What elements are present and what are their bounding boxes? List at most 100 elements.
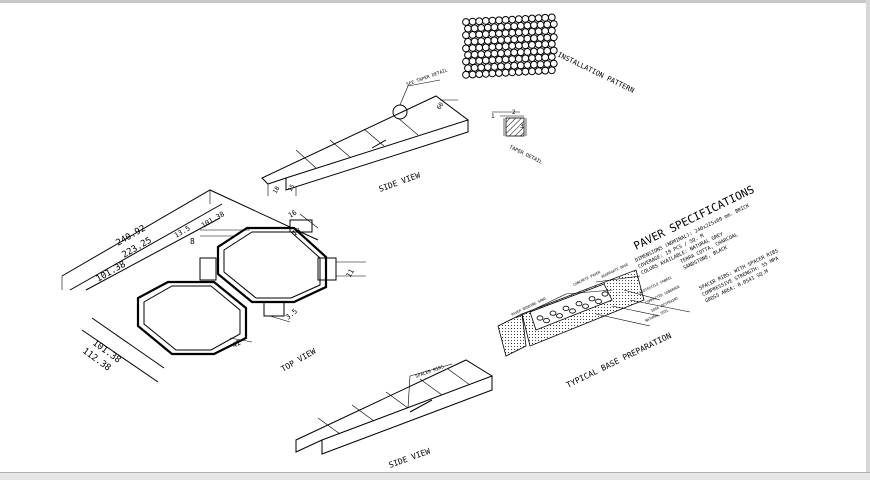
pattern-circle <box>475 30 484 39</box>
pattern-circle <box>501 29 510 37</box>
pattern-circle <box>464 37 472 46</box>
base-stone <box>549 310 557 316</box>
pattern-circle <box>530 60 538 69</box>
pattern-circle <box>521 41 530 50</box>
taper-detail-callout: SEE TAPER DETAIL <box>406 67 449 88</box>
pattern-circle <box>503 35 512 44</box>
pattern-circle <box>523 61 532 69</box>
taper-detail-graphic <box>492 111 527 137</box>
pattern-circle <box>481 69 490 78</box>
pattern-circle <box>470 50 479 59</box>
base-callout-2: CONCRETE PAVER <box>573 270 602 287</box>
pattern-circle <box>514 68 523 76</box>
pattern-circle <box>481 30 490 39</box>
base-stone <box>556 313 563 319</box>
base-stone <box>582 303 589 309</box>
dim-101-a: 101.38 <box>95 260 128 285</box>
pattern-circle <box>510 35 519 44</box>
pattern-circle <box>481 17 490 25</box>
pattern-circle <box>477 24 486 32</box>
pattern-circle <box>475 57 484 65</box>
pattern-circle <box>490 36 499 45</box>
pattern-circle <box>495 42 503 51</box>
pattern-circle <box>488 29 497 38</box>
pattern-circle <box>536 34 545 42</box>
installation-pattern-grid <box>462 13 558 79</box>
pattern-circle <box>497 62 505 71</box>
pattern-circle <box>508 28 517 37</box>
pattern-circle <box>547 66 556 75</box>
pattern-circle <box>468 70 477 79</box>
pattern-circle <box>543 20 552 29</box>
dim-18: 18 <box>291 227 302 238</box>
pattern-circle <box>483 23 492 32</box>
pattern-circle <box>490 62 499 71</box>
pattern-circle <box>481 43 490 52</box>
dim-42: 42 <box>231 339 242 350</box>
base-stone <box>601 291 609 297</box>
pattern-circle <box>528 41 536 49</box>
base-stone <box>543 317 550 324</box>
pattern-circle <box>481 56 490 65</box>
pattern-circle <box>462 57 470 66</box>
pattern-circle <box>501 16 510 24</box>
pattern-circle <box>543 60 552 68</box>
pattern-circle <box>495 69 503 77</box>
side-view-bottom-label: SIDE VIEW <box>388 447 432 470</box>
pattern-circle <box>488 43 497 51</box>
pattern-circle <box>483 36 492 45</box>
installation-pattern-label: INSTALLATION PATTERN <box>556 51 635 95</box>
base-stone <box>595 298 602 304</box>
pattern-circle <box>490 23 499 32</box>
pattern-circle <box>475 17 484 26</box>
pattern-circle <box>523 48 532 56</box>
pattern-circle <box>497 49 505 58</box>
pattern-circle <box>488 16 497 25</box>
pattern-circle <box>523 21 532 30</box>
pattern-circle <box>477 37 486 45</box>
base-stone <box>569 308 576 314</box>
pattern-circle <box>503 22 512 31</box>
pattern-circle <box>521 28 530 36</box>
top-view-pavers <box>61 189 366 383</box>
pattern-circle <box>547 13 556 22</box>
dim-side-18: 18 <box>272 185 282 195</box>
pattern-circle <box>516 21 525 30</box>
pattern-circle <box>530 21 538 30</box>
pattern-circle <box>462 18 470 26</box>
pattern-circle <box>468 44 477 52</box>
pattern-circle <box>534 67 543 75</box>
pattern-circle <box>514 41 523 50</box>
pattern-circle <box>483 63 492 71</box>
typical-base-preparation-label: TYPICAL BASE PREPARATION <box>565 331 673 390</box>
window-top-border <box>0 0 870 3</box>
pattern-circle <box>462 44 470 53</box>
pattern-circle <box>549 46 558 55</box>
pattern-circle <box>477 63 486 72</box>
pattern-circle <box>528 67 536 76</box>
pattern-circle <box>470 37 479 46</box>
pattern-circle <box>521 54 530 63</box>
pattern-circle <box>516 61 525 70</box>
pattern-circle <box>490 49 499 58</box>
taper-dim-3: 3 <box>520 123 524 130</box>
pattern-circle <box>510 61 519 70</box>
dim-3-5: 3.5 <box>284 307 299 321</box>
pattern-circle <box>541 66 550 75</box>
pattern-circle <box>508 15 517 24</box>
pattern-circle <box>462 31 470 40</box>
pattern-circle <box>464 51 472 59</box>
pattern-circle <box>514 15 523 24</box>
pattern-circle <box>543 46 552 55</box>
pattern-circle <box>534 40 543 49</box>
vertical-scrollbar[interactable] <box>866 0 870 472</box>
taper-detail-label: TAPER DETAIL <box>508 144 543 165</box>
drawing-svg: INSTALLATION PATTERN SEE TAPER DETAIL SI… <box>61 13 780 470</box>
pattern-circle <box>501 42 510 51</box>
pattern-circle <box>541 53 550 62</box>
pattern-circle <box>508 68 517 77</box>
pattern-circle <box>547 53 556 61</box>
pattern-circle <box>530 47 538 56</box>
pattern-circle <box>514 54 523 63</box>
